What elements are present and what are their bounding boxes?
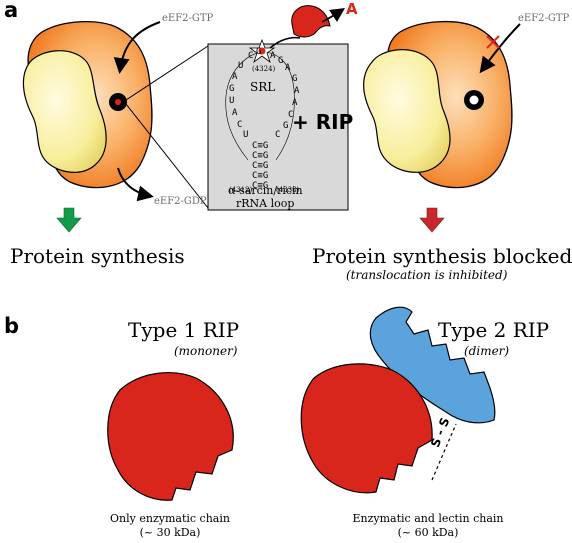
right-site-marker-dot	[469, 95, 479, 105]
zoom-line-bottom	[125, 103, 209, 209]
nuc-left-3: G	[229, 84, 235, 94]
type2-enzymatic-chain	[300, 363, 433, 494]
nuc-left-1: U	[238, 61, 244, 71]
stem-pair-3: C≡G	[252, 161, 269, 171]
nuc-top-1: C	[248, 51, 254, 61]
depurination-site-dot	[258, 47, 266, 55]
blocked-cross-icon	[486, 35, 500, 49]
loop-caption-line1: α-sarcin/ricin	[228, 184, 303, 197]
nuc-left-4: U	[229, 96, 235, 106]
nuc-left-2: A	[232, 72, 238, 82]
stem-pair-4: C≡G	[252, 171, 269, 181]
protein-synthesis-blocked-label: Protein synthesis blocked	[312, 244, 572, 268]
type2-caption-line2: (~ 60 kDa)	[397, 526, 459, 539]
type2-subtitle: (dimer)	[464, 344, 510, 358]
rip-enzyme-top	[291, 5, 331, 38]
disulfide-bond-line	[431, 423, 457, 481]
translocation-inhibited-note: (translocation is inhibited)	[346, 268, 508, 282]
type1-caption-line1: Only enzymatic chain	[110, 512, 230, 525]
nuc-top-5: A	[285, 63, 291, 73]
left-ef-in-label: eEF2-GTP	[162, 13, 214, 24]
nuc-left-5: A	[232, 108, 238, 118]
right-ef-in-arrow	[479, 23, 521, 74]
type2-caption-line1: Enzymatic and lectin chain	[352, 512, 504, 525]
nuc-right-6: C	[275, 130, 281, 140]
stem-pair-2: C≡G	[252, 151, 269, 161]
nuc-right-4: C	[288, 110, 294, 120]
type1-enzymatic-chain	[107, 372, 234, 501]
type1-title: Type 1 RIP	[128, 318, 240, 342]
panel-b-label: b	[4, 314, 20, 338]
stem-pair-1: C≡G	[252, 141, 269, 151]
pos-4312-label: (4312)	[229, 186, 253, 194]
red-down-arrow-icon	[419, 207, 445, 233]
left-ribosome	[22, 20, 153, 189]
loop-caption-line2: rRNA loop	[236, 197, 295, 210]
stem-pair-5: C≡G	[252, 181, 269, 191]
pos-4338-label: (4338)	[276, 186, 300, 194]
green-down-arrow-icon	[56, 207, 82, 233]
type2-title: Type 2 RIP	[438, 318, 550, 342]
depurination-arrow	[321, 8, 345, 23]
nuc-right-3: A	[292, 98, 298, 108]
left-ribosome-small-subunit	[22, 50, 107, 173]
right-ribosome-small-subunit	[363, 49, 451, 173]
panel-a-label: a	[4, 0, 19, 22]
type1-caption-line2: (~ 30 kDa)	[139, 526, 201, 539]
type1-subtitle: (mononer)	[174, 344, 238, 358]
left-ef-in-arrow	[113, 21, 161, 74]
depurinated-base-label: A	[346, 0, 358, 18]
right-ef-in-label: eEF2-GTP	[518, 13, 570, 24]
plus-rip-label: + RIP	[292, 110, 354, 134]
pos-4324-label: (4324)	[252, 65, 276, 73]
nuc-left-7: U	[243, 130, 249, 140]
type2-lectin-chain	[369, 306, 496, 424]
left-site-marker-dot	[115, 99, 121, 105]
nuc-top-4: G	[278, 56, 284, 66]
nuc-top-3: A	[270, 51, 276, 61]
left-ef-out-label: eEF2-GDP	[154, 196, 207, 207]
protein-synthesis-label: Protein synthesis	[10, 244, 185, 268]
nuc-right-2: A	[294, 86, 300, 96]
srl-label: SRL	[250, 80, 276, 94]
left-ef-out-arrow	[117, 167, 154, 202]
srl-loop-box	[207, 43, 349, 211]
nuc-top-2: G	[256, 47, 262, 57]
zoom-line-top	[125, 45, 209, 101]
nuc-right-1: G	[292, 74, 298, 84]
nuc-left-6: C	[237, 120, 243, 130]
nuc-right-5: G	[283, 121, 289, 131]
